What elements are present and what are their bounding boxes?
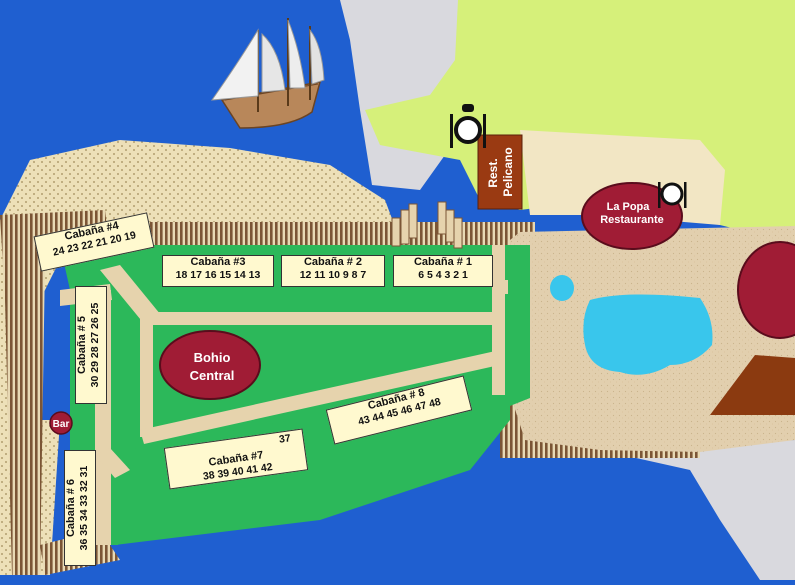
cabana-5-title: Cabaña # 5	[76, 315, 88, 375]
cabana-2-sign: Cabaña # 2 12 11 10 9 8 7	[281, 255, 385, 287]
cabana-1-sign: Cabaña # 1 6 5 4 3 2 1	[393, 255, 493, 287]
lawn-patch-east	[508, 278, 528, 341]
pelicano-line1: Rest.	[486, 158, 500, 187]
cabana-3-numbers: 18 17 16 15 14 13	[175, 268, 261, 281]
boardwalk-west	[0, 210, 110, 575]
bar	[49, 411, 73, 435]
dining-icon	[450, 104, 486, 148]
dining-icon	[658, 182, 687, 208]
cabana-1-numbers: 6 5 4 3 2 1	[418, 268, 468, 281]
cabana-6-numbers: 36 35 34 33 32 31	[77, 465, 90, 551]
cabana-1-title: Cabaña # 1	[413, 256, 473, 268]
grey-shore-bottom	[600, 440, 795, 580]
bohio-line1: Bohio	[194, 350, 231, 365]
east-building	[737, 241, 795, 339]
cabana-5-numbers: 30 29 28 27 26 25	[88, 302, 101, 388]
brown-building	[710, 355, 795, 415]
la-popa-restaurante	[581, 182, 683, 250]
pool	[583, 294, 713, 375]
cabana-3-sign: Cabaña #3 18 17 16 15 14 13	[162, 255, 274, 287]
cabana-2-numbers: 12 11 10 9 8 7	[299, 268, 367, 281]
la-popa-line1: La Popa	[607, 201, 651, 213]
bohio-line2: Central	[190, 368, 235, 383]
bar-label: Bar	[53, 419, 70, 430]
cabana-7-extra: 37	[278, 432, 292, 446]
pelicano-line2: Pelicano	[501, 147, 515, 196]
ship-icon	[210, 18, 325, 129]
bohio-central	[159, 330, 261, 400]
cabana-3-title: Cabaña #3	[190, 256, 246, 268]
pond	[550, 275, 574, 301]
la-popa-line2: Restaurante	[600, 214, 664, 226]
cabana-2-title: Cabaña # 2	[303, 256, 363, 268]
cabana-6-sign: Cabaña # 6 36 35 34 33 32 31	[64, 450, 96, 566]
cabana-5-sign: Cabaña # 5 30 29 28 27 26 25	[75, 286, 107, 404]
dock-piers	[391, 201, 463, 249]
cabana-6-title: Cabaña # 6	[65, 478, 77, 538]
